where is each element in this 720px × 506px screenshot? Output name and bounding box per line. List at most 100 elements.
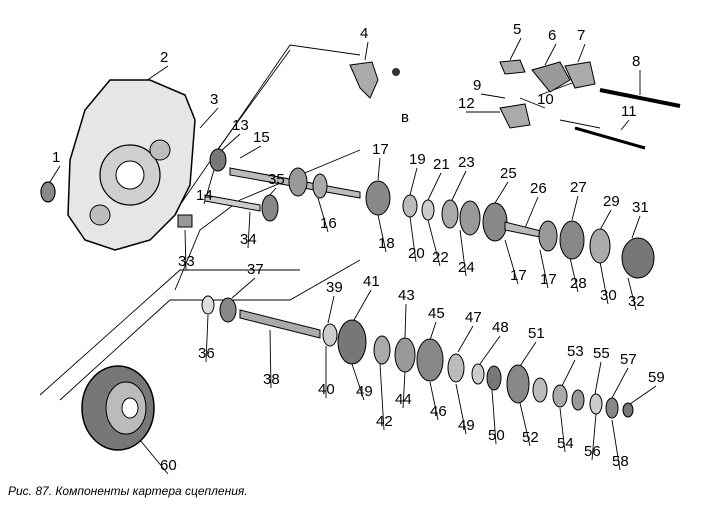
leader-line-15 [239,145,262,159]
leader-line-49 [455,383,467,435]
part-label-3: 3 [210,91,218,108]
part-label-28: 28 [570,275,587,292]
part-label-34: 34 [240,231,257,248]
part-label-46: 46 [430,403,447,420]
part-label-21: 21 [433,156,450,173]
leader-line-60 [139,439,169,475]
part-label-58: 58 [612,453,629,470]
part-label-59: 59 [648,369,665,386]
part-label-18: 18 [378,235,395,252]
leader-line-39 [327,295,335,324]
part-label-52: 52 [522,429,539,446]
part-label-43: 43 [398,287,415,304]
leader-line-47 [457,325,474,353]
leader-line-19 [409,167,418,196]
leader-line-17 [539,249,549,289]
part-label-14: 14 [196,187,213,204]
leader-line-17 [377,157,381,181]
leader-line-36 [205,314,209,363]
part-label-38: 38 [263,371,280,388]
leader-line-7 [577,43,586,63]
leader-line-5 [509,37,522,61]
input-shaft-assembly [209,148,655,279]
leader-line-46 [429,381,439,421]
part-label-49: 49 [458,417,475,434]
part-label-56: 56 [584,443,601,460]
leader-line-31 [631,215,641,239]
part-label-41: 41 [363,273,380,290]
part-label-47: 47 [465,309,482,326]
leader-line-25 [494,181,509,204]
part-label-36: 36 [198,345,215,362]
leader-line-41 [353,289,372,321]
leader-line-29 [599,209,612,231]
letter-marker: в [401,109,409,126]
leader-line-9 [480,93,506,99]
leader-line-18 [377,214,387,253]
leader-line-26 [524,196,539,229]
leader-line-54 [559,407,566,453]
part-label-35: 35 [268,171,285,188]
leader-line-4 [364,41,369,61]
leader-line-27 [571,195,579,221]
part-label-40: 40 [318,381,335,398]
leader-line-6 [544,43,557,66]
part-label-32: 32 [628,293,645,310]
leader-line-50 [491,389,497,445]
part-label-48: 48 [492,319,509,336]
part-label-17: 17 [510,267,527,284]
leader-line-59 [629,385,657,405]
part-label-23: 23 [458,154,475,171]
leader-line-53 [561,359,576,387]
part-label-5: 5 [513,21,521,38]
leader-line-3 [199,107,219,129]
leader-line-13 [221,133,241,151]
part-label-16: 16 [320,215,337,232]
part-label-17: 17 [540,271,557,288]
part-label-22: 22 [432,249,449,266]
leader-line-55 [594,361,602,395]
differential-shape [81,365,155,451]
leader-line-52 [519,402,531,447]
leader-line-24 [459,229,467,277]
part-label-25: 25 [500,165,517,182]
part-label-30: 30 [600,287,617,304]
leader-line-51 [519,341,537,367]
part-label-9: 9 [473,77,481,94]
part-label-53: 53 [567,343,584,360]
leader-line-34 [247,211,251,249]
part-label-31: 31 [632,199,649,216]
part-label-33: 33 [178,253,195,270]
leader-line-56 [591,413,597,461]
leader-line-11 [620,119,630,131]
leader-line-21 [427,172,442,201]
part-label-6: 6 [548,27,556,44]
part-label-49: 49 [356,383,373,400]
leader-line-23 [451,170,467,201]
leader-line-17 [504,239,519,285]
part-label-54: 54 [557,435,574,452]
leader-line-30 [599,261,609,305]
seal-ring-shape [40,181,56,203]
clutch-housing-shape [67,79,196,251]
leader-line-32 [627,277,637,311]
leader-line-58 [611,419,621,471]
part-label-13: 13 [232,117,249,134]
part-label-15: 15 [253,129,270,146]
leader-lines [47,37,657,475]
leader-line-49 [351,363,365,401]
part-label-45: 45 [428,305,445,322]
leader-line-45 [429,321,437,341]
part-label-42: 42 [376,413,393,430]
output-shaft-assembly [201,295,634,419]
part-label-8: 8 [632,53,640,70]
figure-caption: Рис. 87. Компоненты картера сцепления. [8,484,248,498]
part-label-4: 4 [360,25,368,42]
part-label-17: 17 [372,141,389,158]
part-label-20: 20 [408,245,425,262]
part-label-57: 57 [620,351,637,368]
leader-line-48 [479,335,501,365]
leader-line-57 [611,367,629,399]
